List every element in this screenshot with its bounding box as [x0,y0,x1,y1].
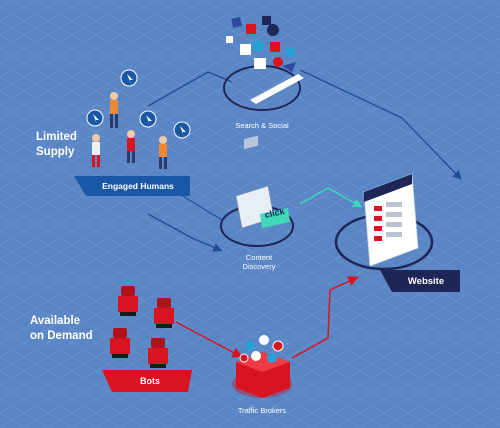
limited-supply-line-1: Limited [36,131,77,143]
bot-flow-lines [175,276,359,359]
available-on-demand-label: Available on Demand [30,314,93,344]
human-figure-2 [92,134,100,167]
content-discovery-caption-line-2: Discovery [242,262,276,271]
bots-tag: Bots [140,376,160,386]
content-discovery-caption-line-1: Content [245,253,273,262]
traffic-icons-cluster [239,335,284,363]
traffic-brokers-caption: Traffic Brokers [237,406,287,415]
engaged-humans-tag-shape [74,176,190,196]
bot-figure-4 [148,338,168,368]
search-social-caption: Search & Social [235,121,289,130]
social-icons-cluster [226,16,296,72]
traffic-brokers-node [232,335,292,398]
human-figure-4 [159,136,167,169]
bot-figure-3 [110,328,130,358]
search-bar-icon [250,74,304,104]
human-figure-1 [110,92,118,128]
available-on-demand-line-2: on Demand [30,330,93,342]
website-tag: Website [407,275,445,287]
bot-figure-2 [154,298,174,328]
website-node [334,173,434,271]
website-tag-shape [380,270,460,292]
click-button-icon [260,208,290,228]
content-discovery-node [220,135,294,247]
bots-tag-shape [102,370,192,392]
search-social-node [223,16,304,111]
available-on-demand-line-1: Available [30,315,81,327]
engaged-humans-tag: Engaged Humans [102,181,174,191]
content-flow-line [299,187,363,208]
limited-supply-label: Limited Supply [36,130,77,160]
engaged-humans-group [86,69,191,169]
bot-figure-1 [118,286,138,316]
website-rows-icon [374,202,402,241]
cursor-bubble-icons [86,69,191,139]
content-discovery-caption: Content Discovery [224,253,294,271]
limited-supply-line-2: Supply [36,146,75,158]
bots-group [110,286,174,368]
human-figure-3 [127,130,135,163]
